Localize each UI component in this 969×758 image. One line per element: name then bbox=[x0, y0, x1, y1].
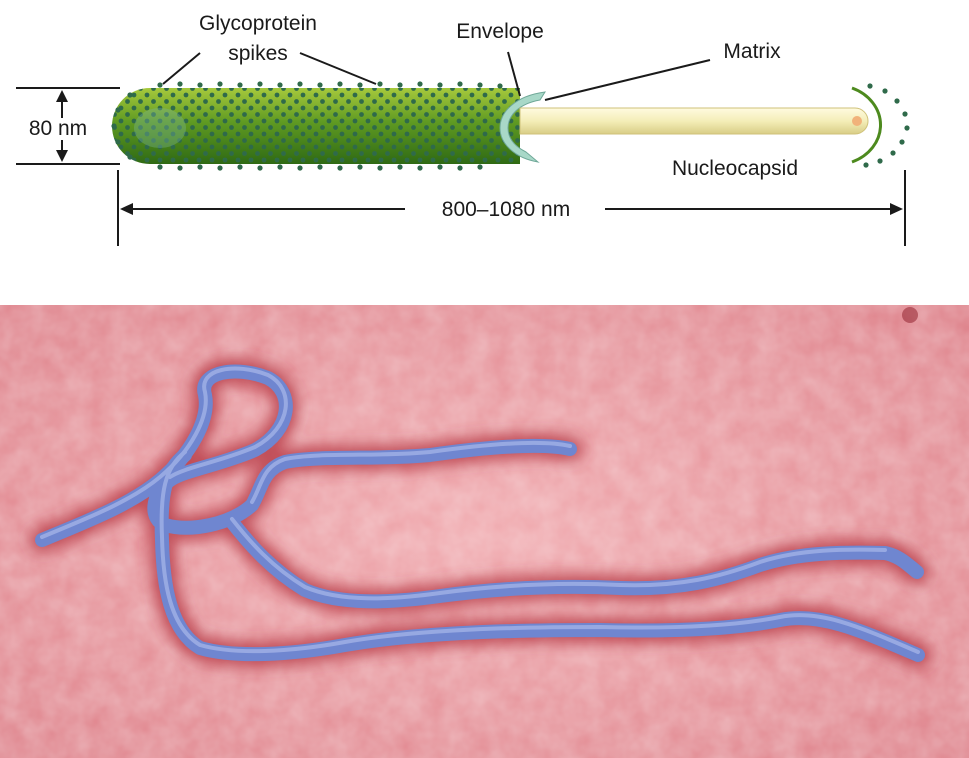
nucleocapsid-label: Nucleocapsid bbox=[672, 157, 798, 180]
length-dimension: 800–1080 nm bbox=[117, 170, 906, 246]
arrow-down-icon bbox=[56, 150, 68, 162]
filament-highlights bbox=[40, 366, 920, 654]
electron-micrograph bbox=[0, 305, 969, 758]
matrix-label: Matrix bbox=[723, 40, 781, 63]
virion-schematic: Glycoprotein spikes Envelope Matrix Nucl… bbox=[16, 12, 910, 246]
filament-middle bbox=[225, 515, 924, 609]
glycoprotein-label: Glycoprotein bbox=[199, 12, 317, 35]
diameter-dimension: 80 nm bbox=[16, 87, 120, 165]
glycoprotein-leader-line bbox=[162, 52, 201, 85]
arrow-right-icon bbox=[890, 203, 903, 215]
nucleocapsid-core bbox=[519, 107, 869, 135]
matrix-leader-line bbox=[544, 59, 711, 101]
micrograph-texture bbox=[0, 305, 969, 758]
spikes-label: spikes bbox=[228, 42, 288, 65]
envelope-leader-line bbox=[507, 51, 521, 97]
glycoprotein-spikes-outer bbox=[111, 81, 503, 171]
length-label: 800–1080 nm bbox=[442, 198, 570, 221]
arrow-left-icon bbox=[120, 203, 133, 215]
virion-envelope-rod bbox=[112, 88, 520, 164]
glycoprotein-leader-line bbox=[299, 52, 377, 85]
arrow-up-icon bbox=[56, 90, 68, 102]
envelope-cap bbox=[851, 83, 910, 168]
envelope-label: Envelope bbox=[456, 20, 544, 43]
diameter-label: 80 nm bbox=[29, 117, 87, 140]
matrix-cut-section bbox=[499, 91, 546, 163]
